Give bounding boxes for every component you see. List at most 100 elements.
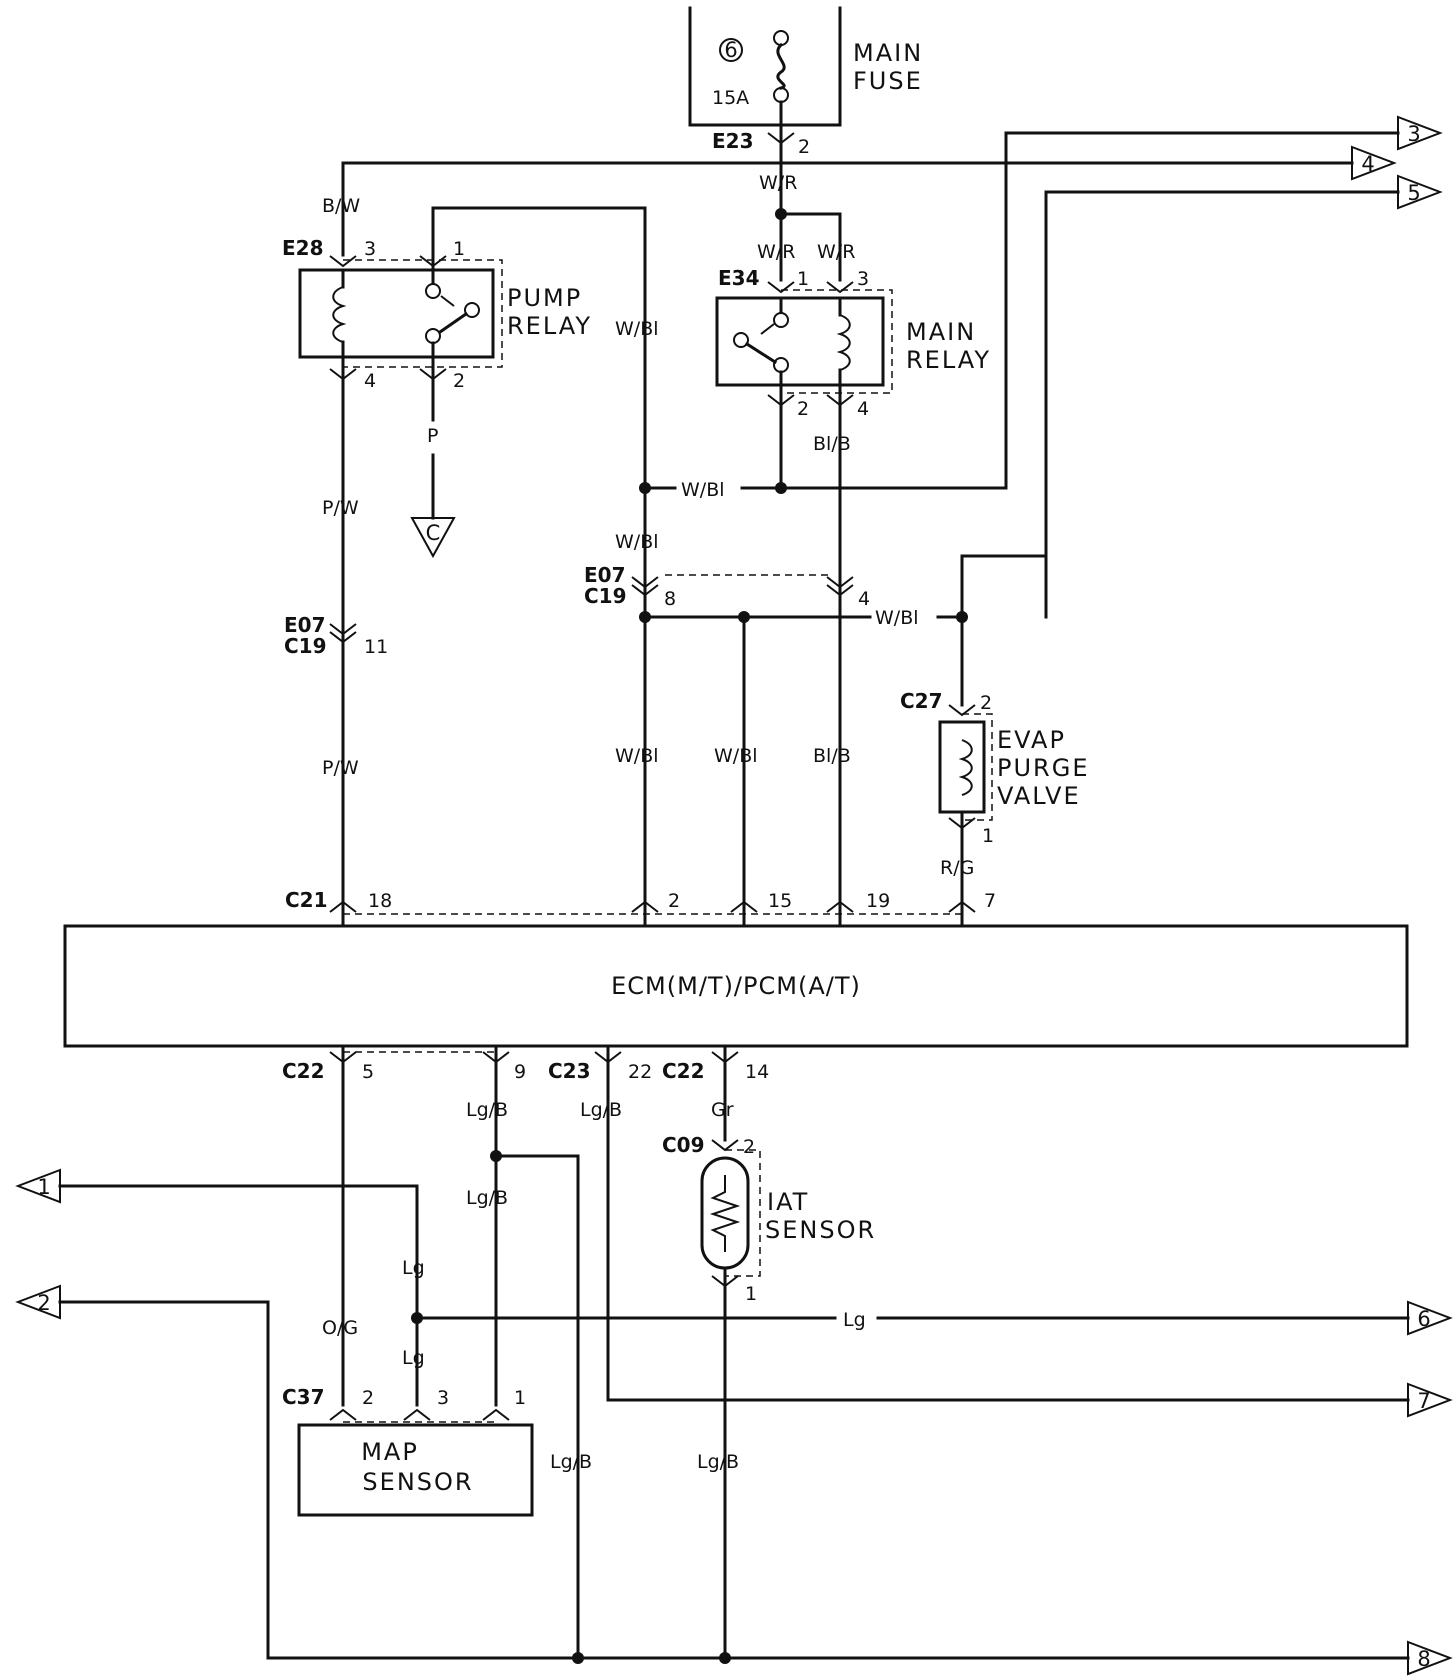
connector-c22-left: C22 [282, 1059, 325, 1083]
wire-label-wr-relay-1: W/R [757, 241, 795, 263]
connector-e28: E28 [282, 236, 324, 260]
evap-purge-valve: C27 2 1 EVAP PURGE VALVE [900, 615, 1089, 928]
map-label-1: MAP [361, 1438, 419, 1466]
svg-text:7: 7 [1417, 1389, 1430, 1413]
map-sensor: C37 2 3 1 MAP SENSOR [282, 1385, 534, 1517]
pin-e07-4: 4 [858, 588, 870, 610]
evap-label-2: PURGE [997, 754, 1089, 782]
svg-text:1: 1 [37, 1175, 50, 1199]
main-fuse: 6 15A MAIN FUSE [688, 6, 923, 127]
wire-label-p: P [427, 425, 438, 447]
pin-e28-1: 1 [453, 238, 465, 260]
pin-e28-3: 3 [364, 238, 376, 260]
wire-label-wbl-pump: W/Bl [615, 318, 659, 340]
fuse-number: 6 [724, 38, 737, 62]
wire-label-og: O/G [322, 1317, 358, 1339]
wire-label-wbl-15: W/Bl [714, 745, 758, 767]
main-relay: E34 1 3 2 4 MAIN RELAY [715, 266, 991, 420]
connector-c09: C09 [662, 1133, 705, 1157]
connector-e07-left: E07 [284, 613, 326, 637]
wire-label-lgb-22: Lg/B [580, 1099, 622, 1121]
offpage-5: 5 [1397, 174, 1443, 210]
fuse-label-fuse: FUSE [853, 67, 923, 95]
pin-c27-1: 1 [982, 825, 994, 847]
connector-e23: E23 [712, 129, 754, 153]
wire-label-gr: Gr [711, 1099, 734, 1121]
iat-label-1: IAT [767, 1188, 809, 1216]
pin-e23-2: 2 [798, 136, 810, 158]
offpage-6: 6 [1407, 1300, 1453, 1336]
wire-label-pw-lower: P/W [322, 757, 359, 779]
connector-e07-right: E07 [584, 563, 626, 587]
pin-e34-3: 3 [857, 268, 869, 290]
ecm-pcm: ECM(M/T)/PCM(A/T) [63, 924, 1409, 1048]
svg-text:6: 6 [1417, 1307, 1430, 1331]
svg-text:8: 8 [1417, 1647, 1430, 1671]
pump-relay-label-1: PUMP [507, 284, 582, 312]
pin-c22-5: 5 [362, 1061, 374, 1083]
pin-e28-2: 2 [453, 370, 465, 392]
wire-label-wbl-evap: W/Bl [875, 607, 919, 629]
pin-c09-2: 2 [743, 1136, 755, 1158]
pin-c37-1: 1 [514, 1387, 526, 1409]
offpage-2: 2 [15, 1284, 61, 1320]
svg-text:5: 5 [1407, 181, 1420, 205]
wire-label-wbl-below: W/Bl [615, 531, 659, 553]
pin-c21-15: 15 [768, 890, 792, 912]
pin-c22-9: 9 [514, 1061, 526, 1083]
pin-c21-2: 2 [668, 890, 680, 912]
wire-label-bw: B/W [322, 195, 360, 217]
iat-label-2: SENSOR [765, 1216, 876, 1244]
offpage-8: 8 [1407, 1640, 1453, 1676]
pin-c21-19: 19 [866, 890, 890, 912]
evap-label-3: VALVE [997, 782, 1081, 810]
connector-c23: C23 [548, 1059, 591, 1083]
pin-e07-8: 8 [664, 588, 676, 610]
pin-c37-2: 2 [362, 1387, 374, 1409]
wire-label-blb-19: Bl/B [813, 745, 851, 767]
pump-relay: E28 3 1 4 2 PUMP RELAY [282, 206, 647, 490]
main-relay-label-2: RELAY [906, 346, 991, 374]
connector-e34: E34 [718, 266, 760, 290]
wire-label-lg-lower: Lg [402, 1347, 425, 1369]
connector-c22-right: C22 [662, 1059, 705, 1083]
wire-label-blb-relay: Bl/B [813, 433, 851, 455]
iat-sensor: C09 2 1 IAT SENSOR [662, 1133, 876, 1305]
pin-c27-2: 2 [980, 692, 992, 714]
offpage-1: 1 [15, 1168, 61, 1204]
pin-e34-1: 1 [797, 268, 809, 290]
connector-c19-left: C19 [284, 634, 327, 658]
pin-c21-7: 7 [984, 890, 996, 912]
pump-relay-label-2: RELAY [507, 312, 592, 340]
wire-label-wbl-2: W/Bl [615, 745, 659, 767]
offpage-3: 3 [1397, 115, 1443, 151]
wire-label-lgb-9: Lg/B [466, 1099, 508, 1121]
fuse-label-main: MAIN [853, 39, 923, 67]
svg-text:C: C [426, 521, 441, 545]
pin-c23-22: 22 [628, 1061, 652, 1083]
pin-e34-4: 4 [857, 398, 869, 420]
pin-c21-18: 18 [368, 890, 392, 912]
pin-e34-2: 2 [797, 398, 809, 420]
evap-label-1: EVAP [997, 726, 1066, 754]
wire-label-wr-fuse: W/R [759, 172, 797, 194]
pin-c09-1: 1 [745, 1283, 757, 1305]
svg-text:4: 4 [1361, 152, 1374, 176]
offpage-7: 7 [1407, 1382, 1453, 1418]
svg-text:2: 2 [37, 1291, 50, 1315]
wire-label-lg-upper: Lg [402, 1257, 425, 1279]
map-label-2: SENSOR [362, 1468, 473, 1496]
wire-label-lgb-map: Lg/B [466, 1187, 508, 1209]
connector-c21: C21 [285, 888, 328, 912]
svg-text:3: 3 [1407, 122, 1420, 146]
wire-label-lgb-bottom-left: Lg/B [550, 1451, 592, 1473]
wire-label-wr-relay-3: W/R [817, 241, 855, 263]
offpage-c: C [410, 517, 456, 559]
connector-c37: C37 [282, 1385, 325, 1409]
ecm-label: ECM(M/T)/PCM(A/T) [611, 972, 861, 1000]
pin-c22-14: 14 [745, 1061, 769, 1083]
wire-label-lgb-bottom-right: Lg/B [697, 1451, 739, 1473]
fuse-rating: 15A [712, 87, 749, 109]
wire-label-lg-right: Lg [843, 1309, 866, 1331]
